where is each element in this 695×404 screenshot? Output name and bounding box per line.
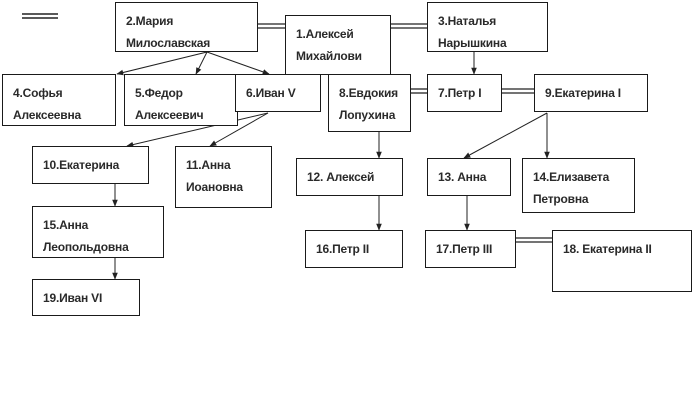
person-box-petr-ii: 16.Петр II <box>305 230 403 268</box>
person-label: 9.Екатерина I <box>545 86 621 100</box>
person-box-alexey-12: 12. Алексей <box>296 158 403 196</box>
descent-arrow-maria-fedor <box>195 51 208 75</box>
person-label: 12. Алексей <box>307 170 375 184</box>
person-label: 17.Петр III <box>436 242 493 256</box>
person-label: 18. Екатерина II <box>563 242 652 256</box>
person-box-maria: 2.Мария Милославская <box>115 2 258 52</box>
person-box-ivan-v: 6.Иван V <box>235 74 321 112</box>
person-label: 15.Анна Леопольдовна <box>43 218 129 254</box>
person-label: 16.Петр II <box>316 242 370 256</box>
marriage-link-evdokia-petr-i <box>411 88 427 94</box>
person-box-elizaveta: 14.Елизавета Петровна <box>522 158 635 213</box>
person-box-petr-iii: 17.Петр III <box>425 230 516 268</box>
person-box-ivan-vi: 19.Иван VI <box>32 279 140 316</box>
person-label: 3.Наталья Нарышкина <box>438 14 507 50</box>
person-box-petr-i: 7.Петр I <box>427 74 502 112</box>
person-label: 10.Екатерина <box>43 158 120 172</box>
person-box-anna-ioanovna: 11.Анна Иоановна <box>175 146 272 208</box>
person-box-fedor: 5.Федор Алексеевич <box>124 74 238 126</box>
descent-arrow-maria-ivan-v <box>206 51 270 75</box>
descent-arrow-maria-sofya <box>116 51 208 76</box>
person-label: 1.Алексей Михайлови <box>296 27 362 63</box>
person-label: 4.Софья Алексеевна <box>13 86 81 122</box>
person-box-anna-leopoldovna: 15.Анна Леопольдовна <box>32 206 164 258</box>
person-label: 5.Федор Алексеевич <box>135 86 204 122</box>
person-box-sofya: 4.Софья Алексеевна <box>2 74 116 126</box>
person-label: 7.Петр I <box>438 86 482 100</box>
person-box-natalya: 3.Наталья Нарышкина <box>427 2 548 52</box>
marriage-link-petr-iii-ekaterina-ii <box>516 237 553 243</box>
marriage-link-petr-i-ekaterina-i <box>501 88 535 94</box>
marriage-legend-mark <box>22 13 58 19</box>
person-box-alexey-m: 1.Алексей Михайлови <box>285 15 391 75</box>
descent-arrow-ivan-v-anna-ioanovna <box>209 112 269 147</box>
person-box-ekaterina-i: 9.Екатерина I <box>534 74 648 112</box>
person-label: 13. Анна <box>438 170 487 184</box>
person-label: 14.Елизавета Петровна <box>533 170 610 206</box>
descent-arrow-ivan-v-ekaterina-10 <box>126 112 269 148</box>
person-box-evdokia: 8.Евдокия Лопухина <box>328 74 411 132</box>
descent-arrow-ekaterina-i-anna-13 <box>463 112 548 159</box>
person-label: 11.Анна Иоановна <box>186 158 243 194</box>
marriage-link-alexey-natalya <box>391 23 428 29</box>
person-box-ekaterina-10: 10.Екатерина <box>32 146 149 184</box>
person-label: 6.Иван V <box>246 86 296 100</box>
person-box-anna-13: 13. Анна <box>427 158 511 196</box>
person-label: 19.Иван VI <box>43 291 103 305</box>
marriage-link-alexey-maria <box>258 23 286 29</box>
person-box-ekaterina-ii: 18. Екатерина II <box>552 230 692 292</box>
person-label: 8.Евдокия Лопухина <box>339 86 398 122</box>
person-label: 2.Мария Милославская <box>126 14 211 50</box>
